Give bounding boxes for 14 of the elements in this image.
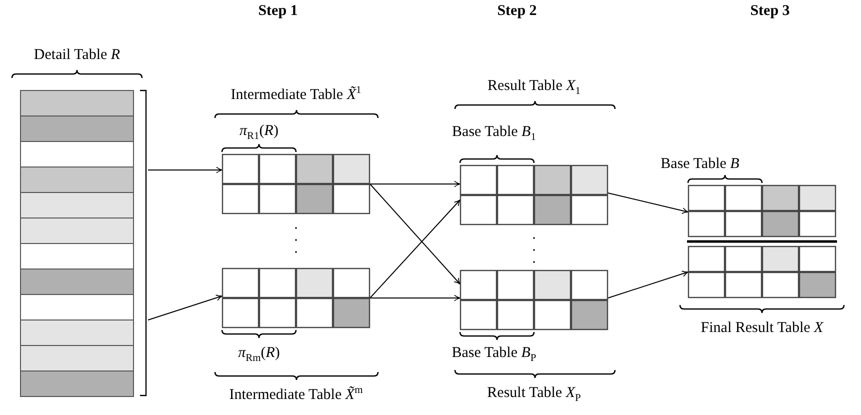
table-label: Result Table X$_{1}$ [487,77,581,95]
table-label: Base Table B$_{1}$ [452,123,536,141]
table-label: Base Table B [660,155,740,173]
step-heading: Step 3 [750,3,790,20]
table-label: π$_{R1}$(R) [240,122,278,140]
table-label: Intermediate Table X̃$^{1}$ [230,86,362,104]
table-label: π$_{Rm}$(R) [238,344,280,362]
table-label: Detail Table R [34,46,120,64]
step-heading: Step 1 [258,3,298,20]
step-heading: Step 2 [497,3,537,20]
table-label: Result Table X$_{P}$ [487,384,581,402]
table-label: Final Result Table X [700,319,824,337]
table-label: Intermediate Table X̃$^{m}$ [229,386,363,404]
table-label: Base Table B$_{P}$ [452,344,536,362]
